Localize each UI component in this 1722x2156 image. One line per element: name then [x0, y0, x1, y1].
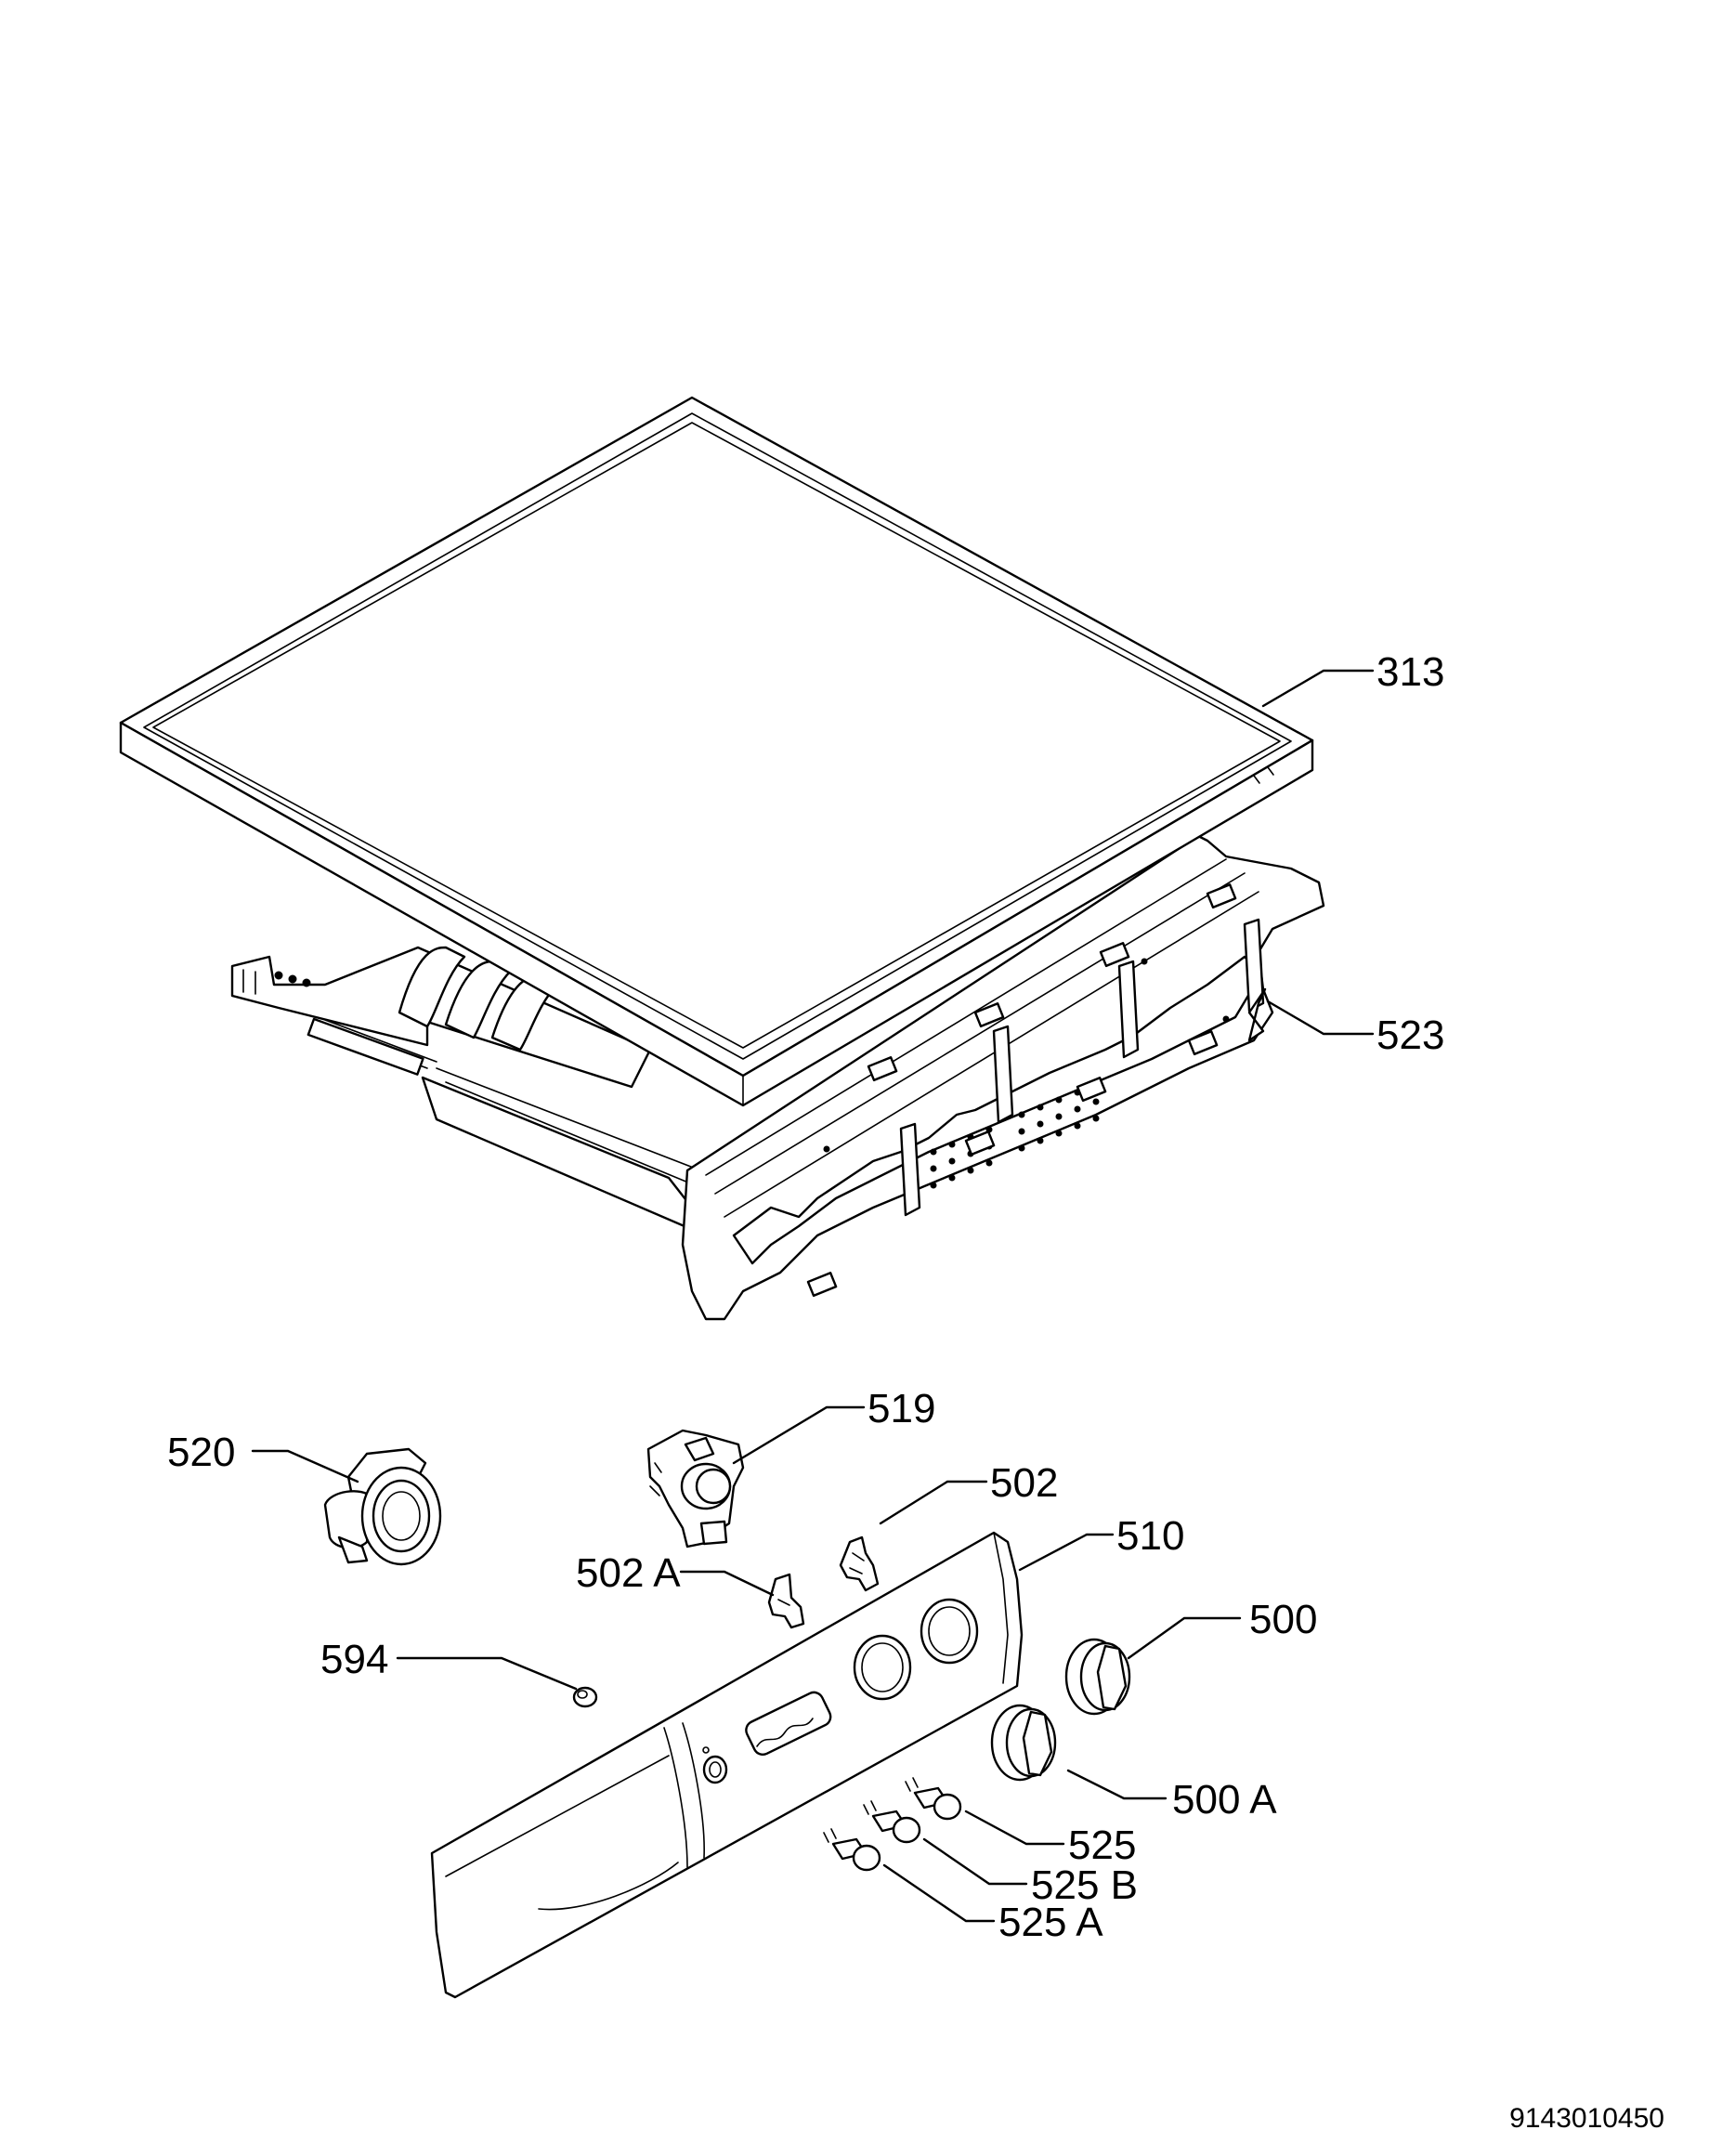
- leader-525b: [922, 1837, 1028, 1886]
- callout-500a: 500 A: [1172, 1777, 1277, 1823]
- callout-519: 519: [868, 1386, 935, 1431]
- leader-525a: [882, 1863, 996, 1923]
- callout-313: 313: [1376, 649, 1444, 695]
- leader-594: [396, 1656, 578, 1691]
- part-520-holder: [323, 1447, 442, 1566]
- callout-594: 594: [320, 1637, 388, 1682]
- callout-525b: 525 B: [1031, 1862, 1138, 1908]
- vent-hole-grid: [930, 1081, 1100, 1189]
- part-502-lever: [839, 1535, 880, 1592]
- part-502a-lever: [767, 1573, 805, 1629]
- callout-525a: 525 A: [998, 1900, 1103, 1945]
- part-500-knob: [1064, 1638, 1131, 1716]
- callout-502a: 502 A: [576, 1550, 681, 1596]
- part-313-worktop-lid: [119, 396, 1314, 1107]
- callout-500: 500: [1249, 1597, 1317, 1642]
- leader-519: [732, 1405, 866, 1465]
- leader-510: [1018, 1533, 1115, 1572]
- part-594-lamp: [572, 1686, 598, 1708]
- part-519-carrier: [646, 1429, 745, 1548]
- callout-525: 525: [1068, 1823, 1136, 1868]
- document-number: 9143010450: [1509, 2103, 1664, 2134]
- callout-520: 520: [167, 1430, 235, 1475]
- part-500a-knob: [990, 1704, 1057, 1782]
- leader-523: [1266, 1000, 1375, 1036]
- callout-510: 510: [1116, 1513, 1184, 1559]
- callout-502: 502: [990, 1460, 1058, 1506]
- leader-lines: [251, 669, 1375, 1923]
- part-525-button: [905, 1777, 962, 1821]
- leader-520: [251, 1449, 359, 1483]
- callout-523: 523: [1376, 1013, 1444, 1058]
- callout-labels: 313 523 519 520 502 502 A 510 500 594 50…: [167, 649, 1444, 1945]
- leader-525: [964, 1810, 1065, 1846]
- part-510-fascia: [430, 1531, 1024, 1999]
- leader-502: [879, 1480, 988, 1525]
- leader-502a: [679, 1570, 775, 1597]
- leader-500: [1127, 1616, 1242, 1660]
- part-525b-button: [863, 1800, 921, 1844]
- leader-313: [1261, 669, 1375, 708]
- leader-500a: [1066, 1769, 1168, 1800]
- part-525a-button: [823, 1828, 881, 1872]
